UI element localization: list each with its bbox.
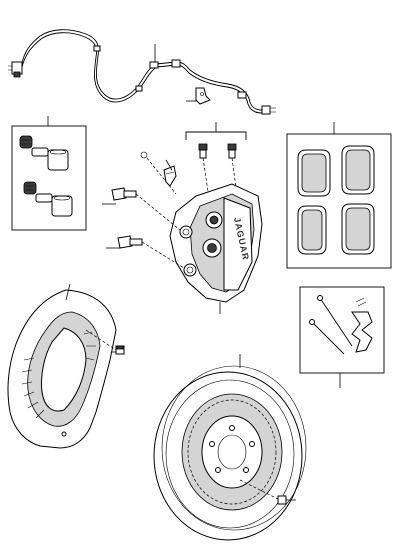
brake-dust-shield [7,283,117,449]
bleed-screw-left [198,143,208,159]
guide-pin-boot-upper [19,135,69,171]
brake-pad-set [286,122,392,269]
pad-retaining-hardware-kit [299,286,385,388]
guide-pin-boot-lower [23,181,73,217]
brake-wear-sensor-harness [8,29,276,115]
brake-pad-top-left [297,149,331,197]
retaining-pin-long [317,295,353,347]
caliper-bolt-upper [102,187,181,231]
brake-pad-set-box [286,133,392,269]
brake-pad-top-right [341,145,375,195]
caliper-clip [140,151,177,195]
retaining-pin-short [309,319,345,355]
brake-caliper: JAGUAR [169,183,263,314]
brake-disc [153,354,307,541]
disc-retaining-screw [239,479,296,505]
bleed-screw-right [227,143,237,159]
brake-pad-bottom-left [297,205,327,255]
caliper-bolt-lower [106,235,185,269]
guide-pin-kit-box [11,125,87,231]
shield-bolt [85,329,125,355]
brake-pad-bottom-right [341,203,375,255]
anti-rattle-spring [351,297,373,353]
hardware-kit-box [299,286,385,374]
guide-pin-kit [11,116,87,231]
